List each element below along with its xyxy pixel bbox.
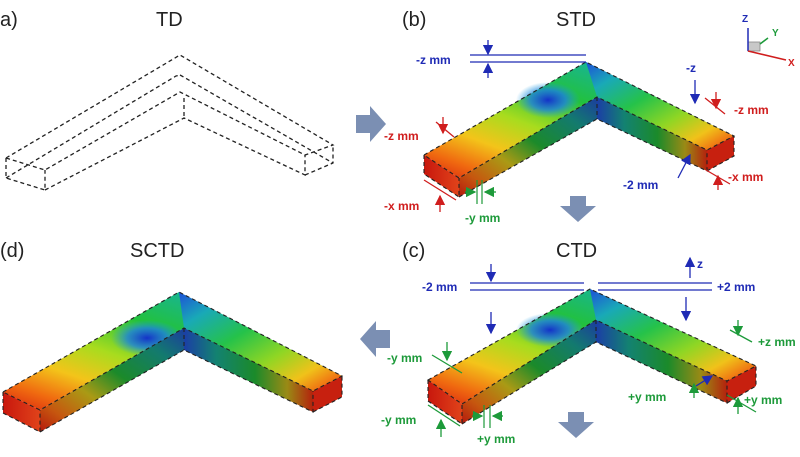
panel-a-title: TD — [156, 9, 183, 31]
label-neg-y-mm: -y mm — [465, 211, 500, 225]
panel-d: (d) SCTD — [0, 240, 344, 433]
std-shape — [422, 61, 736, 199]
ctd-shape — [426, 288, 758, 426]
panel-c-title: CTD — [556, 240, 597, 262]
axis-y-label: Y — [772, 28, 779, 39]
label-neg-z-mm-red-left: -z mm — [384, 129, 419, 143]
label-ctd-pos-y-mm-bottom: +y mm — [477, 432, 515, 446]
axis-z-label: Z — [742, 14, 748, 25]
label-neg-x-mm-right: -x mm — [728, 170, 763, 184]
std-top-dimension: -z mm — [416, 40, 586, 78]
label-neg-x-mm-left: -x mm — [384, 199, 419, 213]
label-ctd-z: z — [697, 257, 703, 271]
arrow-left-icon — [360, 321, 390, 357]
panel-b-letter: (b) — [402, 9, 426, 31]
arrow-down-icon-2 — [558, 412, 594, 438]
axis-triad: Z Y X — [742, 14, 795, 69]
sctd-shape — [1, 291, 344, 433]
arrow-right-icon — [356, 106, 386, 142]
panel-a-letter: a) — [0, 9, 18, 31]
label-neg-z-mm-blue: -z mm — [416, 53, 451, 67]
label-ctd-pos-y-mm-right: +y mm — [744, 393, 782, 407]
label-ctd-neg-y-mm-lower: -y mm — [381, 413, 416, 427]
label-ctd-pos-y-mm-mid: +y mm — [628, 390, 666, 404]
label-neg-2-mm: -2 mm — [623, 178, 658, 192]
label-ctd-pos-z-mm: +z mm — [758, 335, 796, 349]
label-neg-z-mm-right: -z mm — [734, 103, 769, 117]
panel-c: (c) CTD -2 mm +2 mm z — [381, 240, 796, 446]
label-ctd-neg-y-mm-upper: -y mm — [387, 351, 422, 365]
panel-b-title: STD — [556, 9, 596, 31]
td-wireframe — [4, 54, 335, 191]
axis-x-label: X — [788, 58, 795, 69]
panel-c-letter: (c) — [402, 240, 425, 262]
flow-arrows — [356, 106, 596, 438]
panel-d-letter: (d) — [0, 240, 24, 262]
arrow-down-icon — [560, 196, 596, 222]
panel-b: (b) STD Z Y X — [384, 9, 795, 225]
label-ctd-neg-2-mm: -2 mm — [422, 280, 457, 294]
panel-d-title: SCTD — [130, 240, 184, 262]
label-ctd-pos-2-mm: +2 mm — [717, 280, 755, 294]
label-neg-z-top: -z — [686, 61, 696, 75]
panel-a: a) TD — [0, 9, 335, 191]
